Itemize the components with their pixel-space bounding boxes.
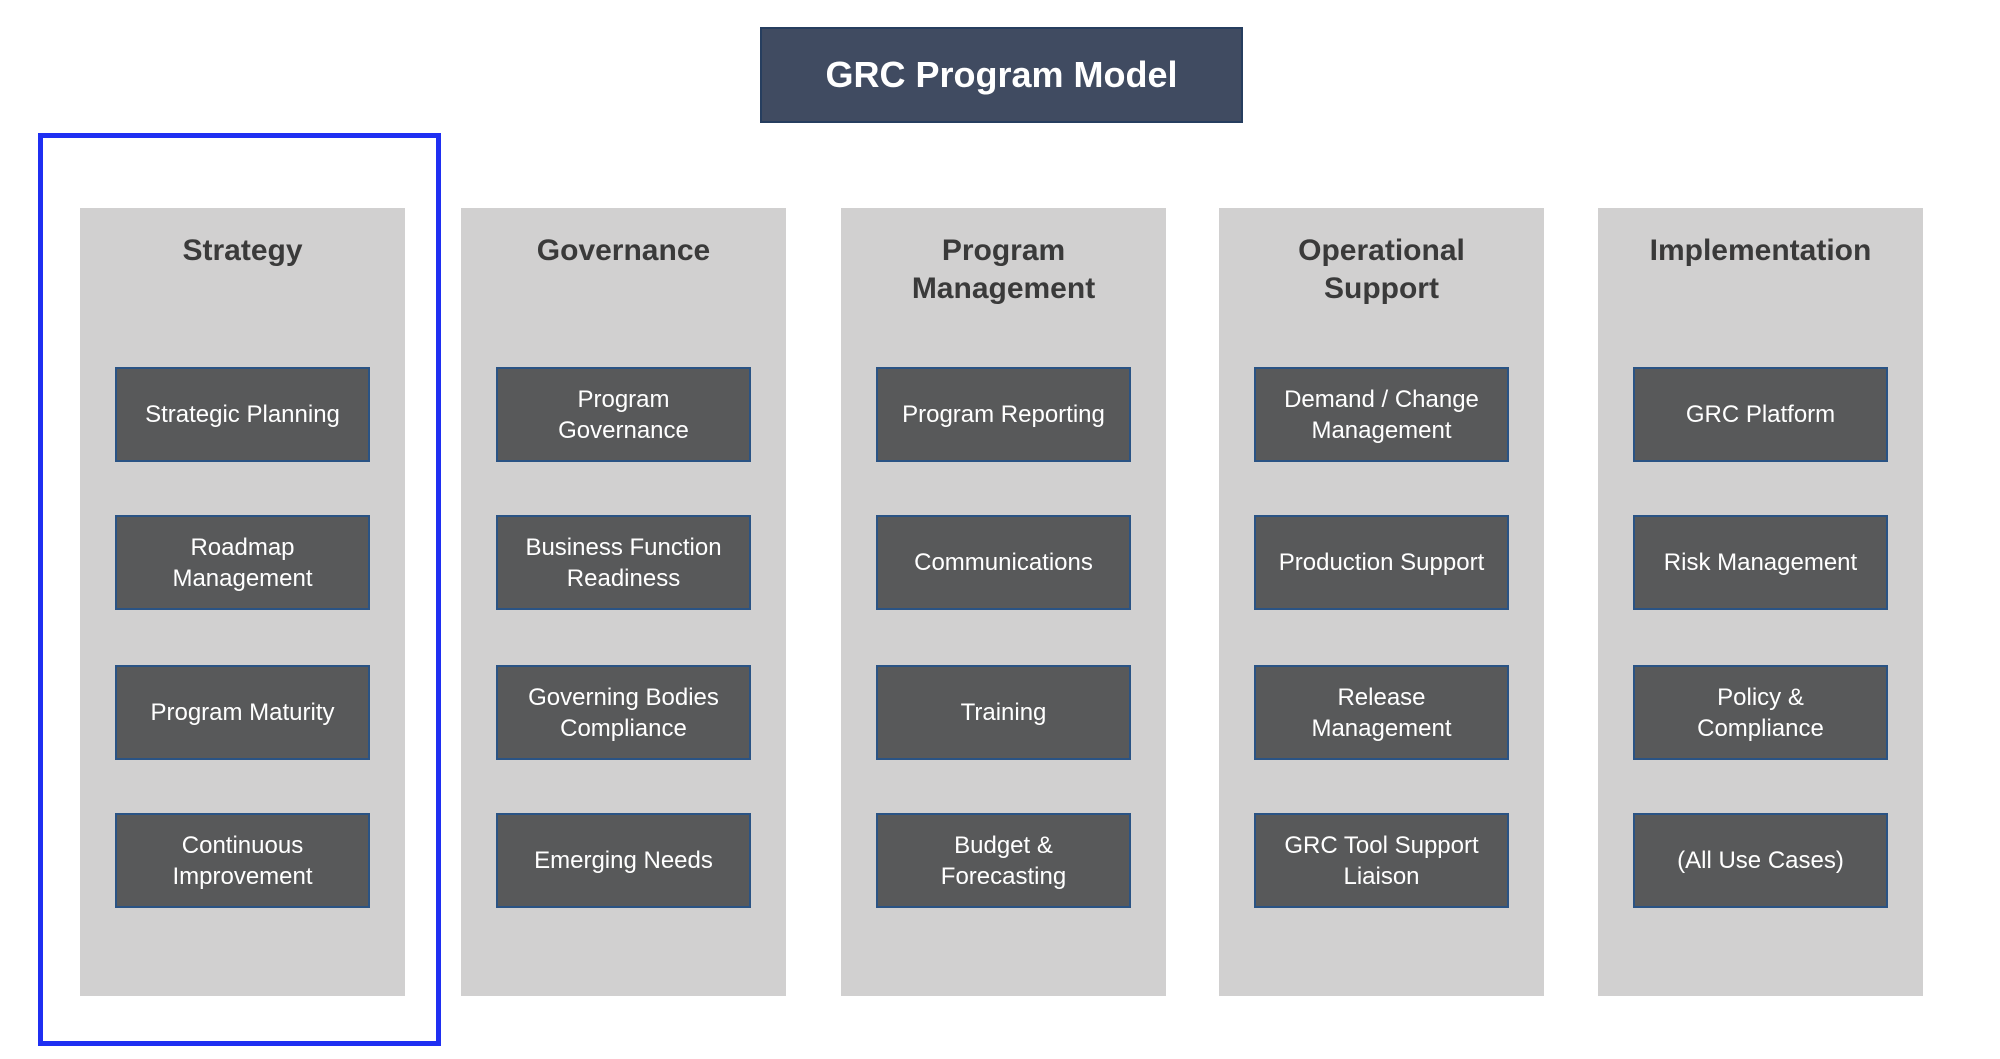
column-heading-strategy: Strategy: [113, 208, 373, 270]
box-training[interactable]: Training: [876, 665, 1131, 760]
item-box-label-line: Production Support: [1278, 549, 1485, 576]
item-box-label-line: Communications: [914, 549, 1093, 576]
item-box-label-line: Management: [1311, 416, 1452, 444]
item-box-label-line: Release: [1337, 683, 1426, 711]
box-all-use-cases[interactable]: (All Use Cases): [1633, 813, 1888, 908]
item-box-label-line: Compliance: [1697, 714, 1824, 742]
item-box-label-line: Continuous: [181, 831, 304, 859]
item-box-label-line: Program: [577, 385, 670, 413]
item-box-label-line: Strategic Planning: [145, 401, 340, 428]
box-production-support[interactable]: Production Support: [1254, 515, 1509, 610]
item-box-label-line: Forecasting: [940, 862, 1067, 890]
item-box-label-line: Policy &: [1717, 683, 1804, 711]
item-box-label-line: GRC Tool Support: [1284, 831, 1479, 859]
column-heading-line: Management: [911, 272, 1096, 305]
item-box-label-line: (All Use Cases): [1677, 847, 1844, 874]
item-box-label-line: Compliance: [560, 714, 687, 742]
box-communications[interactable]: Communications: [876, 515, 1131, 610]
column-heading-line: Implementation: [1649, 234, 1872, 267]
column-heading-line: Operational: [1298, 234, 1465, 267]
item-box-label-line: Management: [172, 564, 313, 592]
box-emerging-needs[interactable]: Emerging Needs: [496, 813, 751, 908]
box-policy-compliance[interactable]: Policy & Compliance: [1633, 665, 1888, 760]
item-box-label-line: Management: [1311, 714, 1452, 742]
column-heading-line: Program: [941, 234, 1066, 267]
column-heading-line: Governance: [536, 234, 711, 267]
diagram-title[interactable]: GRC Program Model: [760, 27, 1243, 123]
box-grc-platform[interactable]: GRC Platform: [1633, 367, 1888, 462]
box-program-maturity[interactable]: Program Maturity: [115, 665, 370, 760]
column-heading-line: Support: [1324, 272, 1439, 305]
item-box-label-line: Business Function: [525, 533, 722, 561]
item-box-label-line: GRC Platform: [1685, 401, 1836, 428]
item-box-label-line: Program Maturity: [150, 699, 335, 726]
item-box-label-line: Governing Bodies: [528, 683, 719, 711]
item-box-label-line: Training: [960, 699, 1047, 726]
item-box-label-line: Liaison: [1343, 862, 1420, 890]
box-program-reporting[interactable]: Program Reporting: [876, 367, 1131, 462]
column-heading-implementation: Implementation: [1631, 208, 1891, 270]
item-box-label-line: Governance: [558, 416, 689, 444]
box-strategic-planning[interactable]: Strategic Planning: [115, 367, 370, 462]
item-box-label-line: Readiness: [566, 564, 681, 592]
column-heading-governance: Governance: [494, 208, 754, 270]
item-box-label-line: Improvement: [172, 862, 313, 890]
box-budget-forecasting[interactable]: Budget & Forecasting: [876, 813, 1131, 908]
column-heading-line: Strategy: [182, 234, 303, 267]
item-box-label-line: Demand / Change: [1284, 385, 1479, 413]
item-box-label-line: Roadmap: [190, 533, 295, 561]
box-risk-management[interactable]: Risk Management: [1633, 515, 1888, 610]
item-box-label-line: Budget &: [954, 831, 1053, 859]
selection-outline[interactable]: [38, 133, 441, 1046]
item-box-label-line: Risk Management: [1663, 549, 1858, 576]
item-box-label-line: Program Reporting: [902, 401, 1105, 428]
item-box-label-line: Emerging Needs: [534, 847, 713, 874]
